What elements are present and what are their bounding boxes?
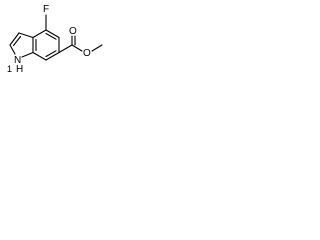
- bond-c7-c6: [45, 51, 60, 61]
- structure-canvas: F N H 1 O O: [0, 0, 108, 93]
- nitrogen-label: N: [14, 55, 21, 66]
- bond-carbonyl-oester: [71, 44, 83, 52]
- bond-c5-c4-inner: [45, 32, 57, 40]
- bond-c3-c2-inner: [12, 35, 22, 47]
- bond-c7a-c7: [32, 51, 47, 61]
- nh-hydrogen-label: H: [16, 64, 23, 75]
- fluorine-label: F: [43, 4, 49, 15]
- bond-c3a-c3: [18, 32, 34, 39]
- bond-c4-c3a: [32, 29, 47, 39]
- molecule-drawing: F N H 1 O O: [7, 4, 103, 75]
- carbonyl-oxygen-label: O: [69, 26, 77, 37]
- bond-c6-carbonyl: [58, 44, 73, 54]
- ester-oxygen-label: O: [83, 48, 91, 59]
- bond-c7-c6-inner: [45, 50, 57, 58]
- bond-c5-c4: [45, 29, 60, 39]
- bond-oester-methyl: [91, 44, 103, 52]
- bond-c3-c2: [9, 32, 20, 46]
- nh-locant-label: 1: [7, 64, 12, 74]
- bond-c2-n1: [9, 44, 16, 55]
- bond-n1-c7a: [21, 51, 34, 58]
